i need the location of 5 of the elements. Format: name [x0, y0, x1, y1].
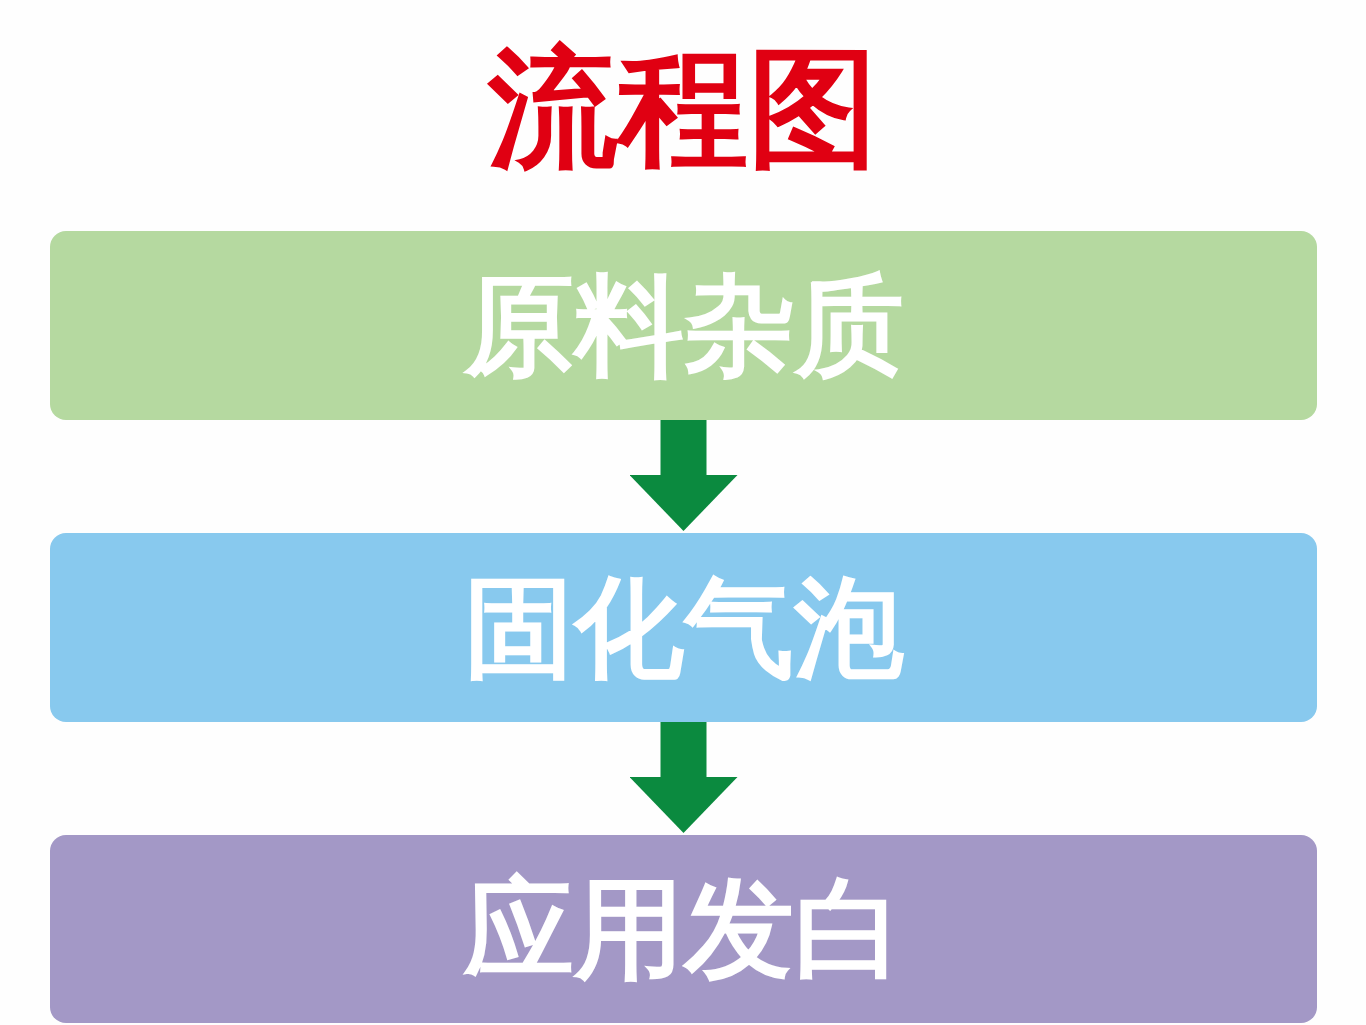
- arrow: [629, 420, 738, 531]
- process-box: 应用发白: [50, 835, 1317, 1023]
- arrow: [629, 722, 738, 833]
- process-box: 原料杂质: [50, 231, 1317, 420]
- process-box: 固化气泡: [50, 533, 1317, 722]
